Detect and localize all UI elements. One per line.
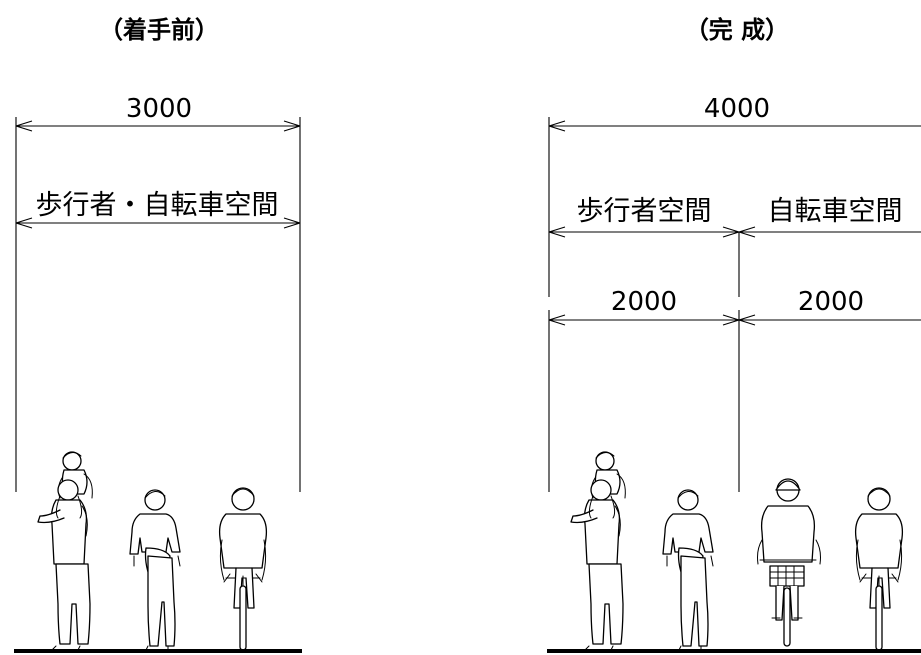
after-zone-dimension: [548, 226, 921, 238]
before-zone-label: 歩行者・自転車空間: [36, 190, 279, 221]
cyclist-with-basket-figure: [756, 478, 822, 647]
after-total-dimension: [548, 120, 921, 132]
bicycle-zone-label: 自転車空間: [768, 196, 903, 227]
pedestrian-with-child-figure: [37, 451, 93, 651]
before-total-width: 3000: [126, 94, 192, 124]
cyclist-figure: [218, 487, 268, 651]
pedestrian-zone-label: 歩行者空間: [577, 196, 712, 227]
cyclist-figure: [854, 487, 904, 651]
pedestrian-figure: [662, 489, 714, 651]
before-zone-dimension: [15, 217, 301, 229]
pedestrian-zone-width: 2000: [611, 287, 677, 317]
after-title: （完 成）: [685, 16, 789, 44]
pedestrian-with-child-figure: [570, 451, 626, 651]
pedestrian-figure: [129, 489, 181, 651]
after-total-width: 4000: [704, 94, 770, 124]
bicycle-zone-width: 2000: [798, 287, 864, 317]
before-total-dimension: [15, 120, 301, 132]
after-sub-dimension: [548, 314, 921, 326]
before-title: （着手前）: [99, 16, 219, 44]
